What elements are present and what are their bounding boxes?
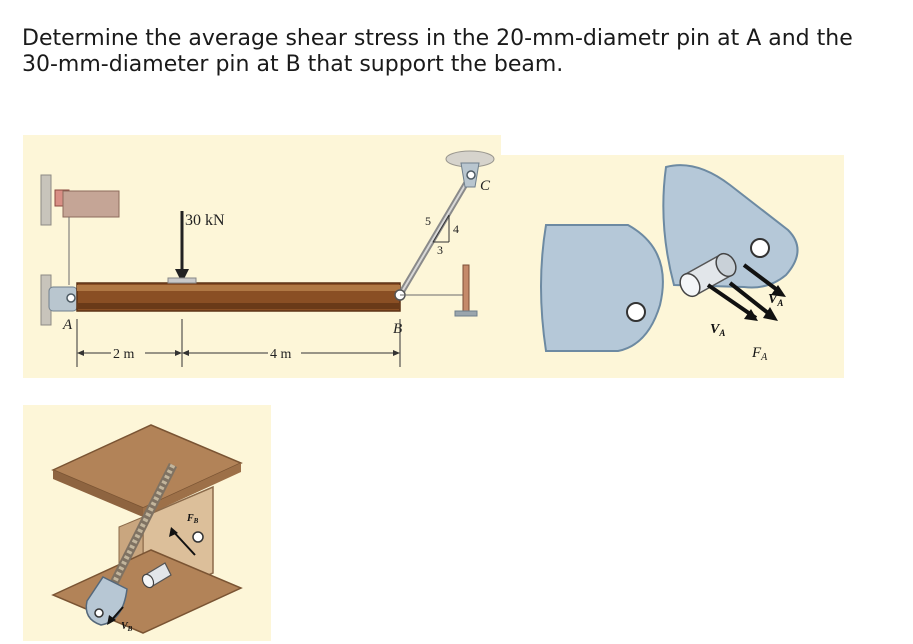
shear-force-b-label: VB [121,621,133,633]
problem-line-2: 30-mm-diameter pin at B that support the… [22,52,564,77]
pin-a-icon [66,293,76,303]
beam-diagram: 30 kN C 5 4 3 A B [23,135,501,378]
beam-figure: 30 kN C 5 4 3 A B [23,135,501,378]
left-plate-hole [626,302,646,322]
strut-bc [394,150,495,301]
pin-cylinder [679,252,737,298]
pin-a-figure: VA VA FA [498,155,844,378]
pin-b-diagram: FB VB [23,405,271,641]
bracket-hole [192,531,204,543]
cable [108,462,178,588]
slope-label-3: 3 [437,243,443,257]
dimension-lines [76,319,401,367]
problem-text: Determine the average shear stress in th… [22,26,902,78]
slope-label-5: 5 [425,214,431,228]
dimension-2m: 2 m [113,347,135,362]
resultant-force-label: FA [751,345,768,363]
pin-c-icon [466,170,476,180]
pin-a-diagram: VA VA FA [498,155,844,378]
right-plate-hole [750,238,770,258]
label-a: A [62,317,73,333]
problem-line-1: Determine the average shear stress in th… [22,26,853,51]
label-b: B [393,321,402,337]
dimension-4m: 4 m [270,347,292,362]
pin-b-cylinder [141,562,172,589]
slope-triangle [432,214,450,243]
load-label: 30 kN [185,212,225,229]
resultant-arrowhead [763,307,778,321]
shear-arrows [706,263,786,321]
shear-force-label-lower: VA [710,322,725,338]
right-post [400,264,478,317]
label-c: C [480,178,491,194]
left-clevis-plate [540,224,664,352]
pin-b-figure: FB VB [23,405,271,641]
shear-force-label-upper: VA [768,292,783,308]
slope-label-4: 4 [453,222,459,236]
beam [76,282,401,312]
cable-force-label: FB [186,513,199,525]
beam-figure-background [23,135,501,378]
load-arrow [167,211,197,284]
left-wall-support [40,174,120,326]
